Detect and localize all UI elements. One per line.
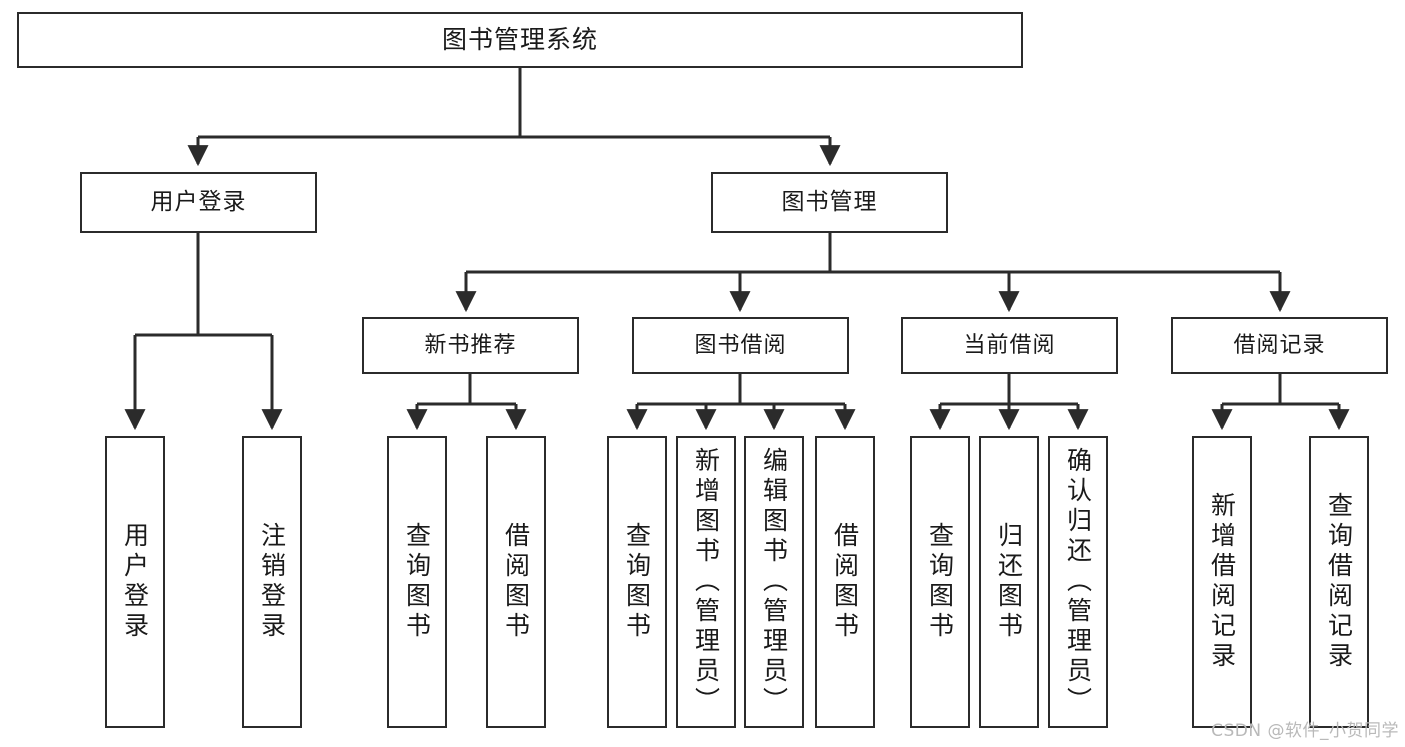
node-label: 编辑图书（管理员） <box>759 447 789 717</box>
watermark: CSDN @软件_小贺同学 <box>1211 721 1399 741</box>
node-label: 查询图书 <box>402 522 432 642</box>
leaf-logout-login[interactable]: 注销登录 <box>242 436 302 728</box>
node-label: 借阅图书 <box>501 522 531 642</box>
leaf-query-book-2[interactable]: 查询图书 <box>607 436 667 728</box>
node-label: 查询借阅记录 <box>1324 492 1354 672</box>
leaf-query-book-1[interactable]: 查询图书 <box>387 436 447 728</box>
node-label: 新增借阅记录 <box>1207 492 1237 672</box>
node-label: 确认归还（管理员） <box>1063 447 1093 717</box>
node-label: 用户登录 <box>150 189 247 216</box>
leaf-borrow-book-1[interactable]: 借阅图书 <box>486 436 546 728</box>
node-label: 查询图书 <box>925 522 955 642</box>
node-current-borrow[interactable]: 当前借阅 <box>901 317 1118 374</box>
leaf-add-book-admin[interactable]: 新增图书（管理员） <box>676 436 736 728</box>
node-label: 归还图书 <box>994 522 1024 642</box>
node-label: 新增图书（管理员） <box>691 447 721 717</box>
node-label: 图书管理系统 <box>441 24 598 54</box>
node-label: 借阅图书 <box>830 522 860 642</box>
node-label: 查询图书 <box>622 522 652 642</box>
node-user-login[interactable]: 用户登录 <box>80 172 317 233</box>
leaf-add-borrow-record[interactable]: 新增借阅记录 <box>1192 436 1252 728</box>
leaf-borrow-book-2[interactable]: 借阅图书 <box>815 436 875 728</box>
node-borrow-record[interactable]: 借阅记录 <box>1171 317 1388 374</box>
node-book-manage[interactable]: 图书管理 <box>711 172 948 233</box>
leaf-query-book-3[interactable]: 查询图书 <box>910 436 970 728</box>
node-label: 注销登录 <box>257 522 287 642</box>
leaf-confirm-return-admin[interactable]: 确认归还（管理员） <box>1048 436 1108 728</box>
node-label: 当前借阅 <box>963 332 1056 358</box>
leaf-query-borrow-record[interactable]: 查询借阅记录 <box>1309 436 1369 728</box>
node-label: 新书推荐 <box>424 332 517 358</box>
leaf-return-book[interactable]: 归还图书 <box>979 436 1039 728</box>
node-label: 图书管理 <box>781 189 878 216</box>
node-new-book-recommend[interactable]: 新书推荐 <box>362 317 579 374</box>
leaf-user-login[interactable]: 用户登录 <box>105 436 165 728</box>
node-label: 借阅记录 <box>1233 332 1326 358</box>
leaf-edit-book-admin[interactable]: 编辑图书（管理员） <box>744 436 804 728</box>
node-label: 用户登录 <box>120 522 150 642</box>
node-label: 图书借阅 <box>694 332 787 358</box>
node-root-book-management-system[interactable]: 图书管理系统 <box>17 12 1023 68</box>
node-book-borrow[interactable]: 图书借阅 <box>632 317 849 374</box>
